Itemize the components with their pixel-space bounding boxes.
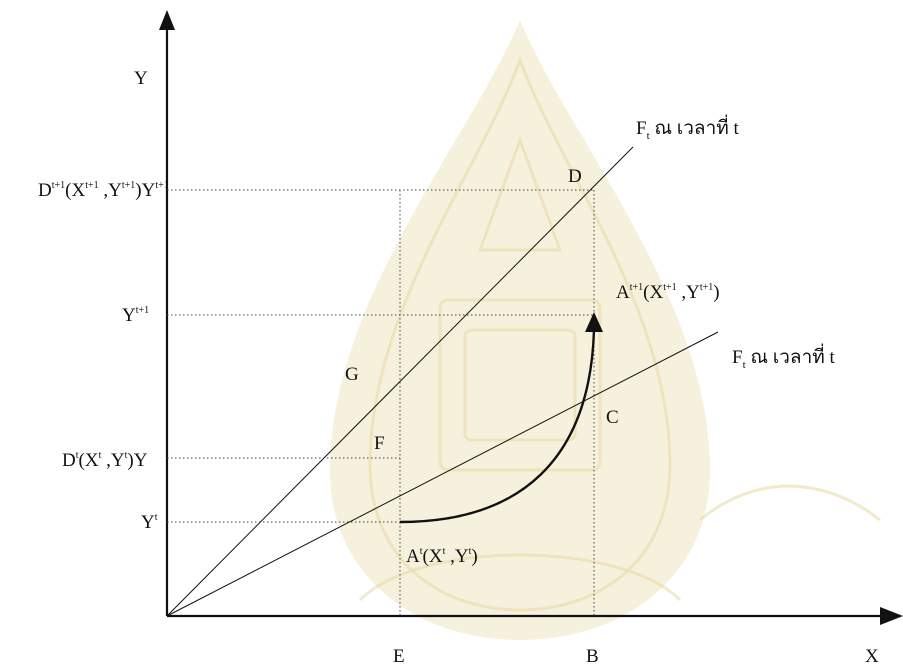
label-dt: Dt(Xt ,Yt)Y [62,450,148,471]
label-y-t1: Yt+1 [122,305,149,326]
point-b-label: B [586,646,599,667]
label-y-t: Yt [141,512,158,533]
point-f-label: F [374,433,385,454]
x-axis-arrow-icon [880,607,903,625]
frontier-line-lower [166,331,719,617]
frontier-line-upper [166,146,634,617]
movement-arrow-icon [585,312,603,332]
label-dt1: Dt+1(Xt+1 ,Yt+1)Yt+1 [38,180,169,201]
frontier-upper-label: Ft ณ เวลาที่ t [636,114,740,142]
movement-curve [399,329,596,524]
label-a-t: At(Xt ,Yt) [406,546,478,567]
point-g-label: G [345,364,359,385]
label-a-t1: At+1(Xt+1 ,Yt+1) [616,282,720,303]
watermark-emblem-icon [330,20,881,640]
point-d-label: D [568,166,582,187]
point-c-label: C [606,407,619,428]
point-e-label: E [393,646,405,667]
y-axis-arrow-icon [159,10,175,30]
frontier-lower-label: Ft ณ เวลาที่ t [732,343,836,371]
y-axis-label: Y [134,68,148,89]
x-axis-label: X [865,646,879,667]
